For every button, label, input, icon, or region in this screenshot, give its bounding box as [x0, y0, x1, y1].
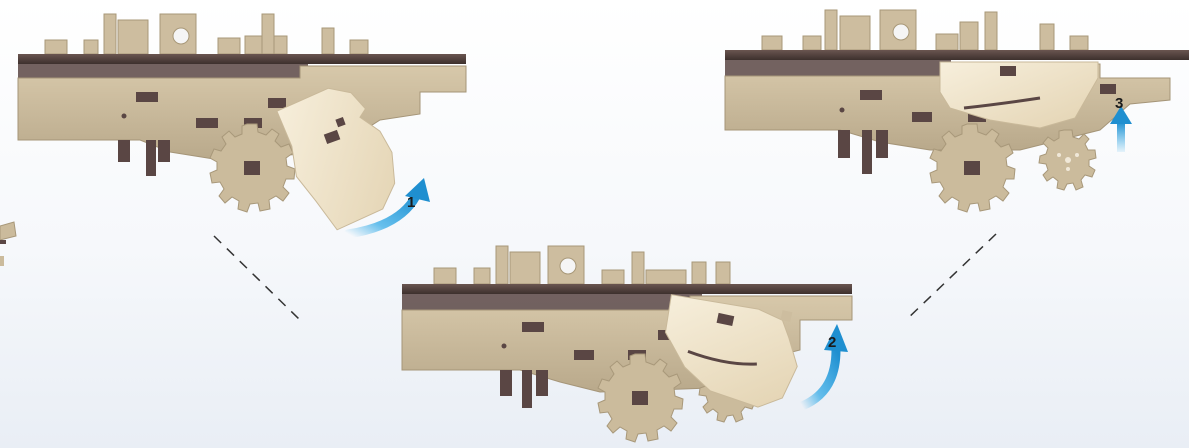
- step-number-3: 3: [1115, 95, 1123, 112]
- top-plank: [402, 284, 852, 294]
- lower-tabs: [838, 130, 888, 174]
- step-number-1: 1: [407, 194, 415, 211]
- rotate-arrow-2: [802, 324, 848, 406]
- top-plank: [18, 54, 466, 64]
- partial-piece-left: [0, 222, 16, 266]
- top-pins: [45, 14, 368, 54]
- step-number-2: 2: [828, 334, 836, 351]
- lower-tabs: [118, 140, 170, 176]
- top-plank: [725, 50, 1189, 60]
- top-pins: [762, 10, 1088, 50]
- assembly-view-1: 1: [18, 14, 466, 237]
- lower-tabs: [500, 370, 548, 408]
- top-pins: [434, 246, 730, 284]
- gear-small: [1039, 130, 1096, 190]
- assembly-view-3: 3: [725, 10, 1189, 212]
- assembly-view-2: 2: [402, 246, 852, 442]
